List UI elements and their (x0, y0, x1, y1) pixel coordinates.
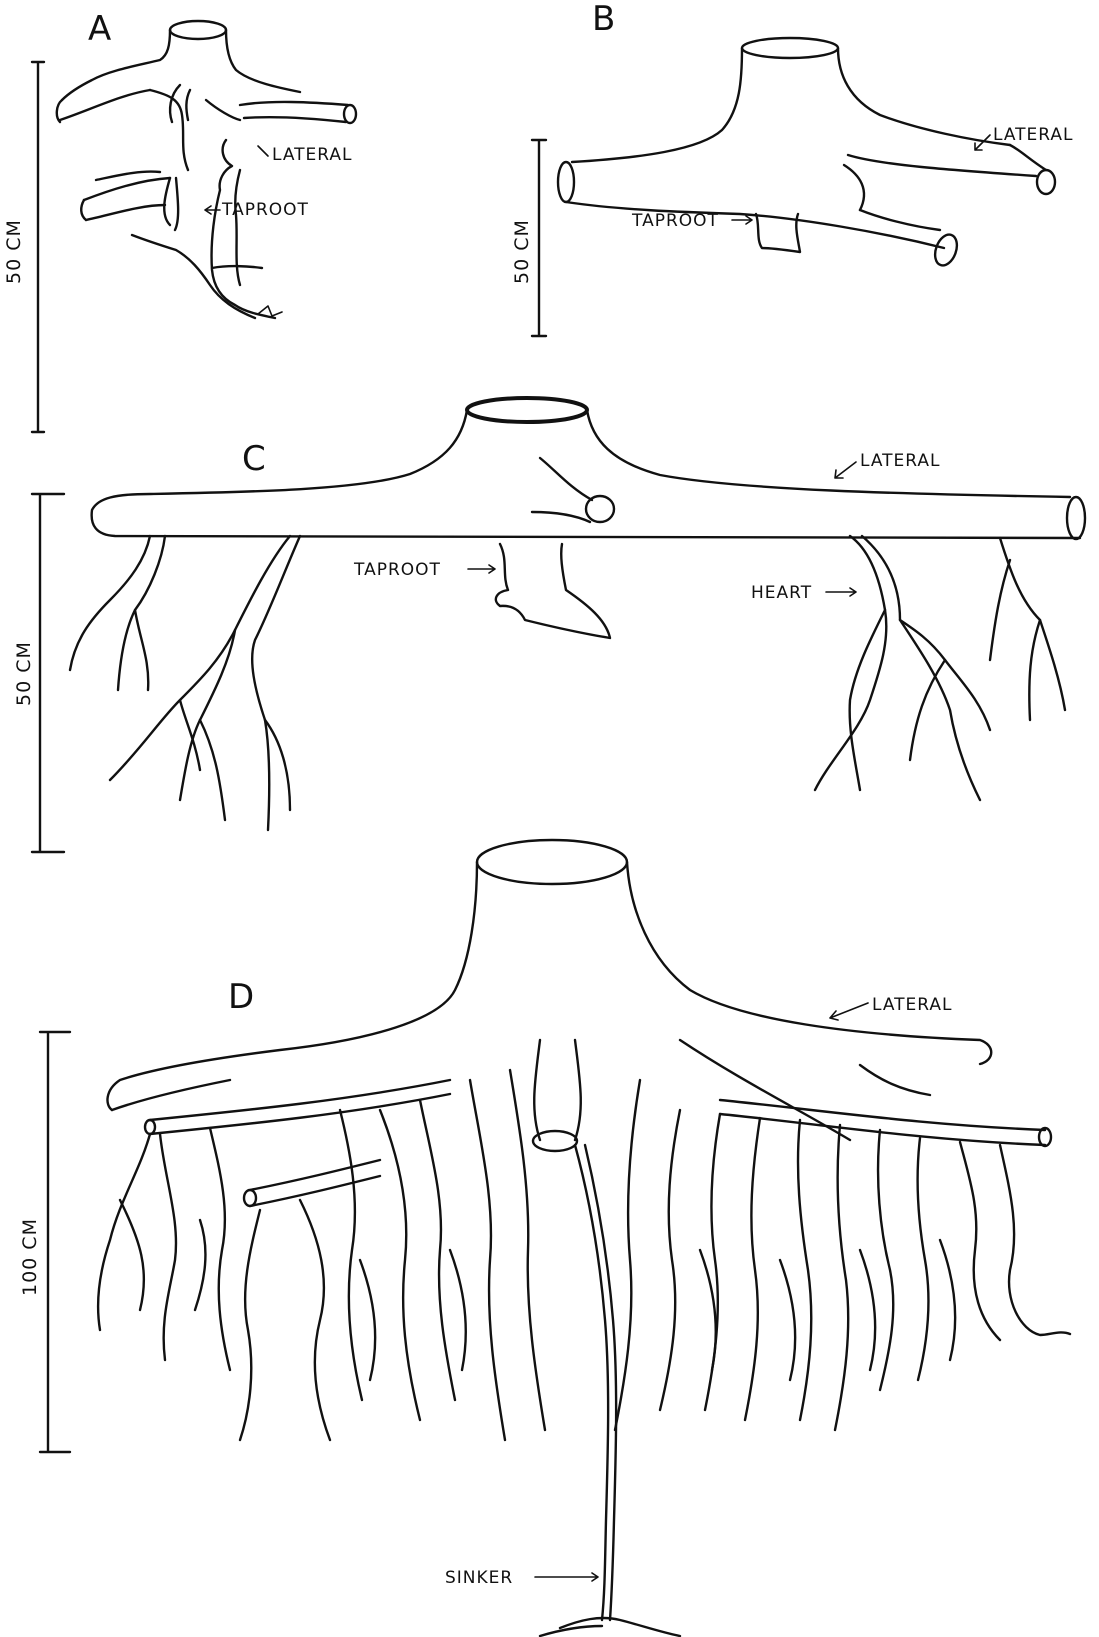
panel-c-letter: C (242, 439, 266, 479)
panel-b-taproot-arrow (732, 216, 752, 224)
panel-c-taproot-label: TAPROOT (353, 560, 441, 580)
panel-a-scale-label: 50 CM (3, 219, 25, 284)
panel-c-heart-label: HEART (751, 583, 812, 603)
panel-d-letter: D (228, 977, 254, 1017)
panel-d: D 100 CM (19, 840, 1070, 1636)
panel-c-scale-bar (32, 494, 64, 852)
panel-b-scale-label: 50 CM (511, 219, 533, 284)
panel-b: B 50 CM LATERAL TAPROOT (511, 0, 1074, 336)
panel-d-lateral-label: LATERAL (872, 995, 953, 1015)
panel-a-scale-bar (32, 62, 44, 432)
panel-a-root (57, 21, 356, 318)
panel-b-lateral-label: LATERAL (993, 125, 1074, 145)
panel-a-taproot-arrow (205, 206, 220, 214)
panel-b-scale-bar (532, 140, 546, 336)
panel-b-letter: B (592, 0, 615, 39)
panel-d-lateral-arrow (830, 1003, 868, 1020)
panel-d-scale-label: 100 CM (19, 1218, 41, 1296)
panel-b-root (558, 38, 1055, 268)
panel-a-lateral-arrow (258, 146, 268, 156)
panel-d-root (98, 840, 1070, 1636)
panel-d-sinker-label: SINKER (445, 1568, 513, 1588)
panel-c-scale-label: 50 CM (13, 641, 35, 706)
panel-c-lateral-label: LATERAL (860, 451, 941, 471)
panel-c-lateral-arrow (835, 462, 856, 478)
panel-d-scale-bar (40, 1032, 70, 1452)
panel-d-sinker-arrow (535, 1573, 598, 1581)
panel-c-heart-arrow (826, 588, 856, 596)
panel-a: A 50 CM LATERAL TAPROOT (3, 9, 356, 432)
panel-b-taproot-label: TAPROOT (631, 211, 719, 231)
panel-a-lateral-label: LATERAL (272, 145, 353, 165)
panel-c-taproot-arrow (468, 565, 495, 573)
panel-a-letter: A (88, 9, 111, 49)
panel-a-taproot-label: TAPROOT (221, 200, 309, 220)
panel-c: C 50 CM (13, 398, 1085, 852)
